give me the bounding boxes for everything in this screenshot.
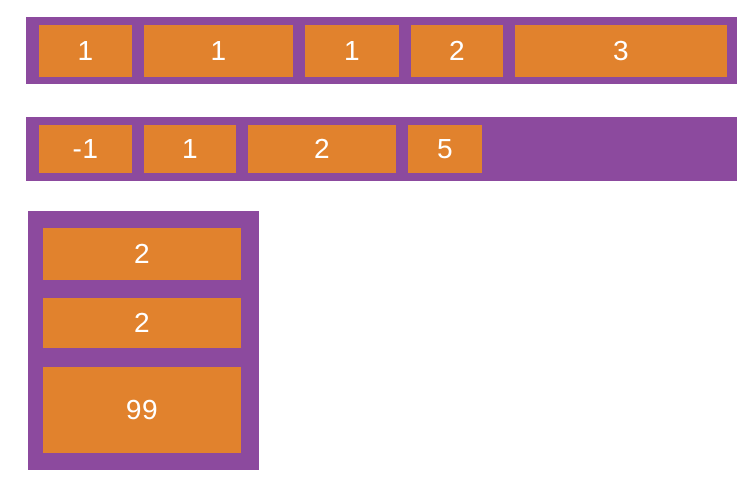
flex-item-label: 3 xyxy=(515,25,727,77)
flex-item-label: 1 xyxy=(305,25,399,77)
flex-item-label: -1 xyxy=(39,125,132,173)
flex-container-column: 2 2 99 xyxy=(28,211,259,470)
flex-item-label: 2 xyxy=(43,228,241,280)
flex-item-label: 2 xyxy=(411,25,503,77)
flex-container-row-1: 1 1 1 2 3 xyxy=(26,17,737,84)
flex-container-row-2: -1 1 2 5 xyxy=(26,117,737,181)
flex-item-label: 1 xyxy=(144,25,293,77)
flex-item-label: 2 xyxy=(248,125,396,173)
flex-item-label: 2 xyxy=(43,298,241,348)
flex-item-label: 1 xyxy=(144,125,236,173)
flex-item-label: 1 xyxy=(39,25,132,77)
flex-item-label: 5 xyxy=(408,125,482,173)
flex-item-label: 99 xyxy=(43,367,241,453)
